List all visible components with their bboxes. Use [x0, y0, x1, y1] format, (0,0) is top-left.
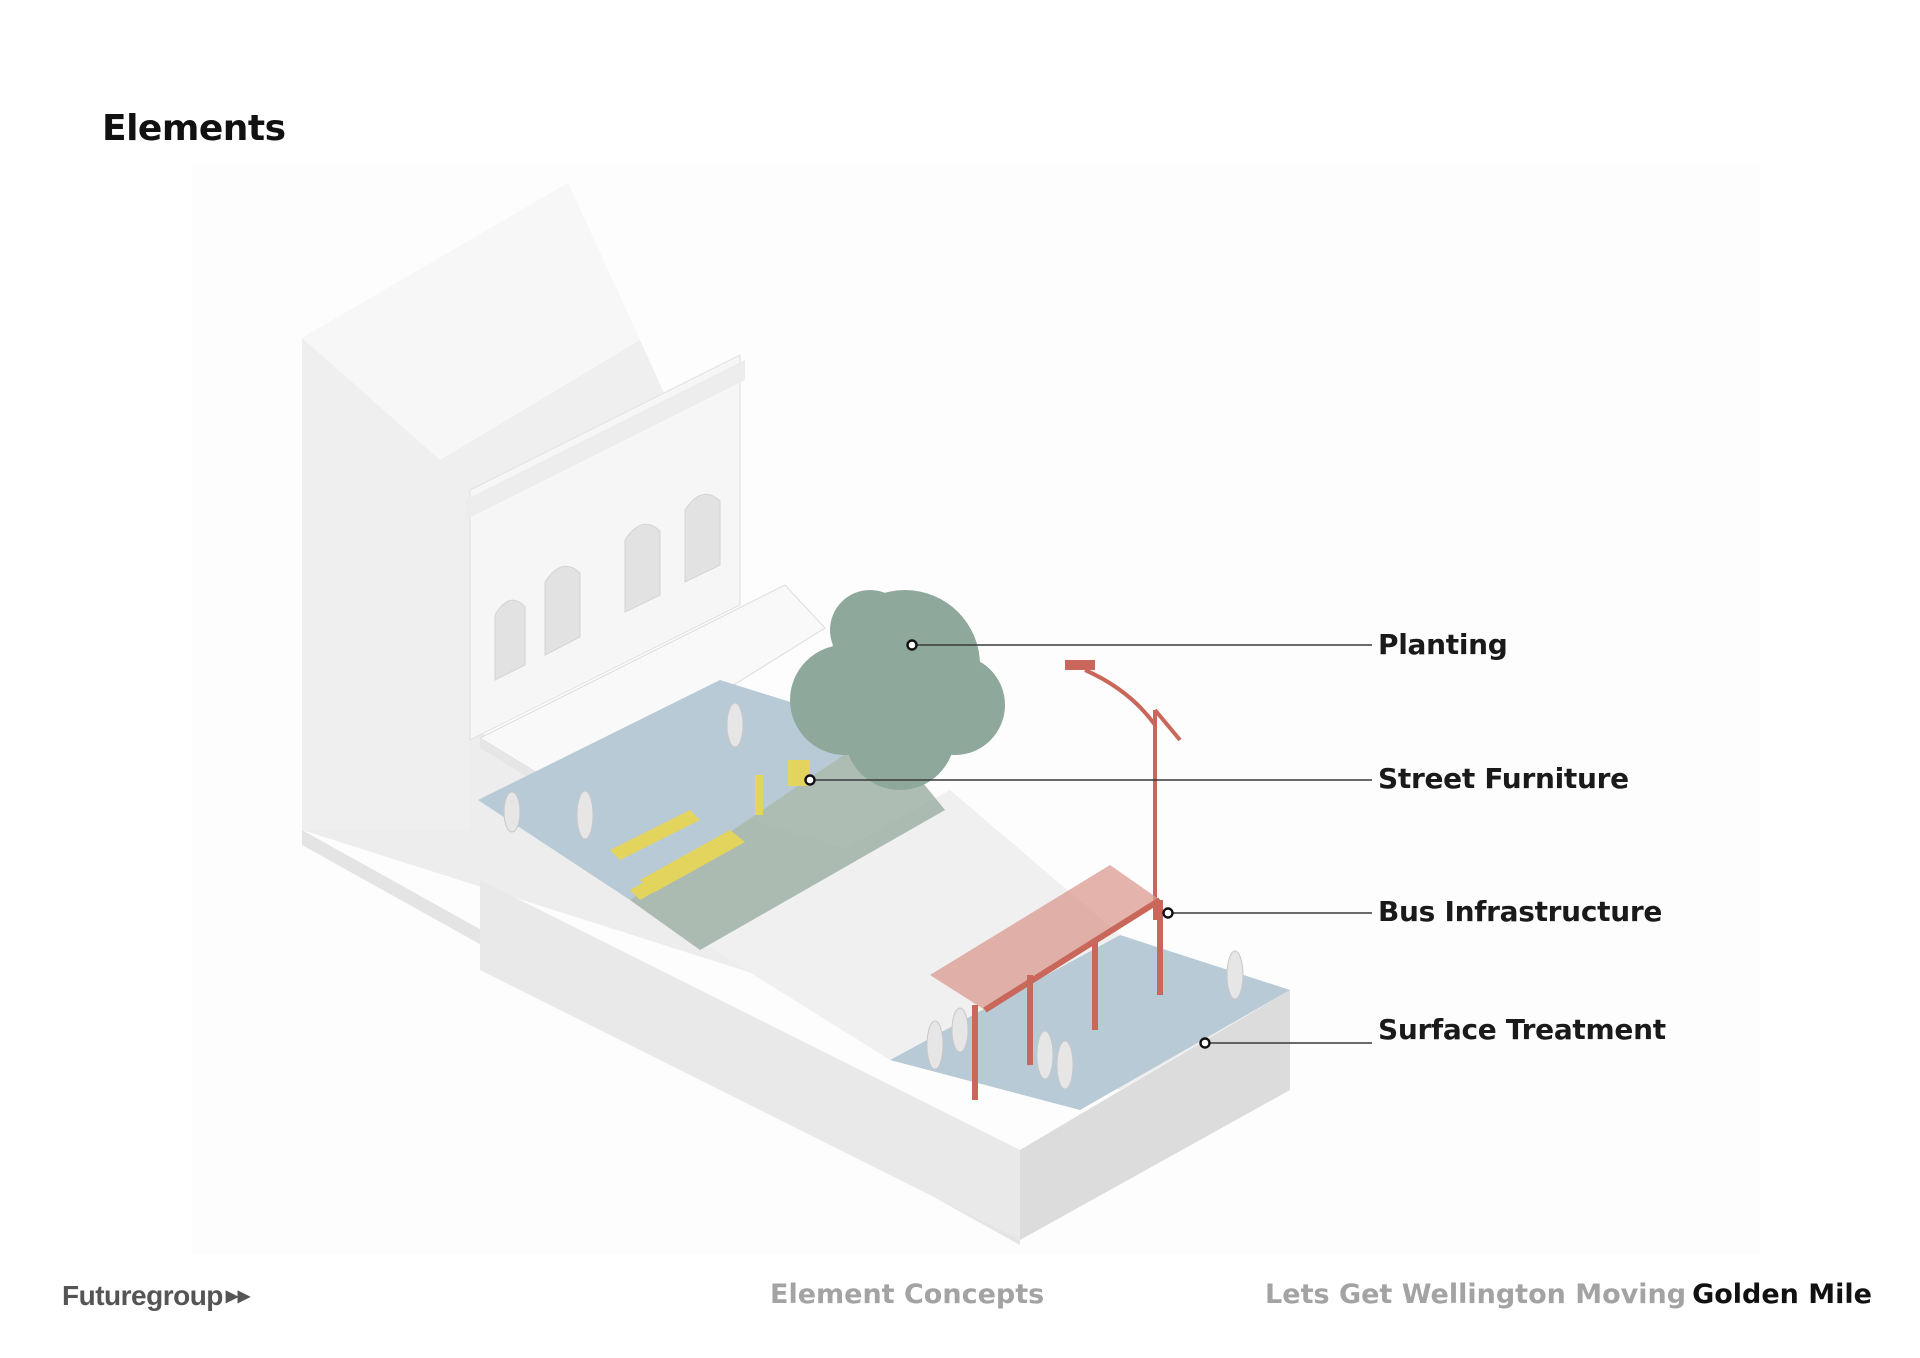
brand-name: Futuregroup — [62, 1280, 223, 1311]
footer-section-title: Element Concepts — [770, 1279, 1045, 1310]
building-parapet — [465, 360, 745, 520]
leader-dots — [804, 639, 1211, 1049]
callout-surface-treatment: Surface Treatment — [1378, 1013, 1666, 1046]
slab-front-long — [480, 880, 1020, 1240]
fast-forward-icon: ▶▶ — [225, 1288, 250, 1305]
callout-planting: Planting — [1378, 628, 1508, 661]
callout-street-furniture: Street Furniture — [1378, 762, 1629, 795]
lamp-head — [1065, 660, 1095, 670]
bus-stop-surface — [890, 935, 1290, 1110]
page-title: Elements — [102, 108, 286, 149]
surface-dot — [1199, 1037, 1211, 1049]
footpath-blue-left — [478, 680, 880, 900]
project-name: Golden Mile — [1692, 1279, 1872, 1310]
facade-arched-windows — [494, 493, 721, 681]
furniture-dot — [804, 774, 816, 786]
planting-dot — [906, 639, 918, 651]
street-lamp — [1084, 668, 1182, 920]
building-facade — [469, 354, 741, 741]
bus-shelter-frame — [972, 897, 1163, 1100]
bus-shelter-roof — [930, 865, 1160, 1010]
tree-canopy — [790, 590, 1005, 790]
planting-bed — [630, 730, 945, 950]
street-furniture — [610, 760, 810, 900]
slab-right-face — [1020, 990, 1290, 1240]
callout-bus-infrastructure: Bus Infrastructure — [1378, 895, 1663, 928]
pedestrian-figures — [503, 702, 1244, 1090]
bus-dot — [1162, 907, 1174, 919]
building-roof — [302, 183, 640, 460]
project-prefix: Lets Get Wellington Moving — [1265, 1279, 1687, 1310]
leader-lines — [810, 644, 1372, 1044]
footer-brand-logo: Futuregroup▶▶ — [62, 1280, 250, 1312]
